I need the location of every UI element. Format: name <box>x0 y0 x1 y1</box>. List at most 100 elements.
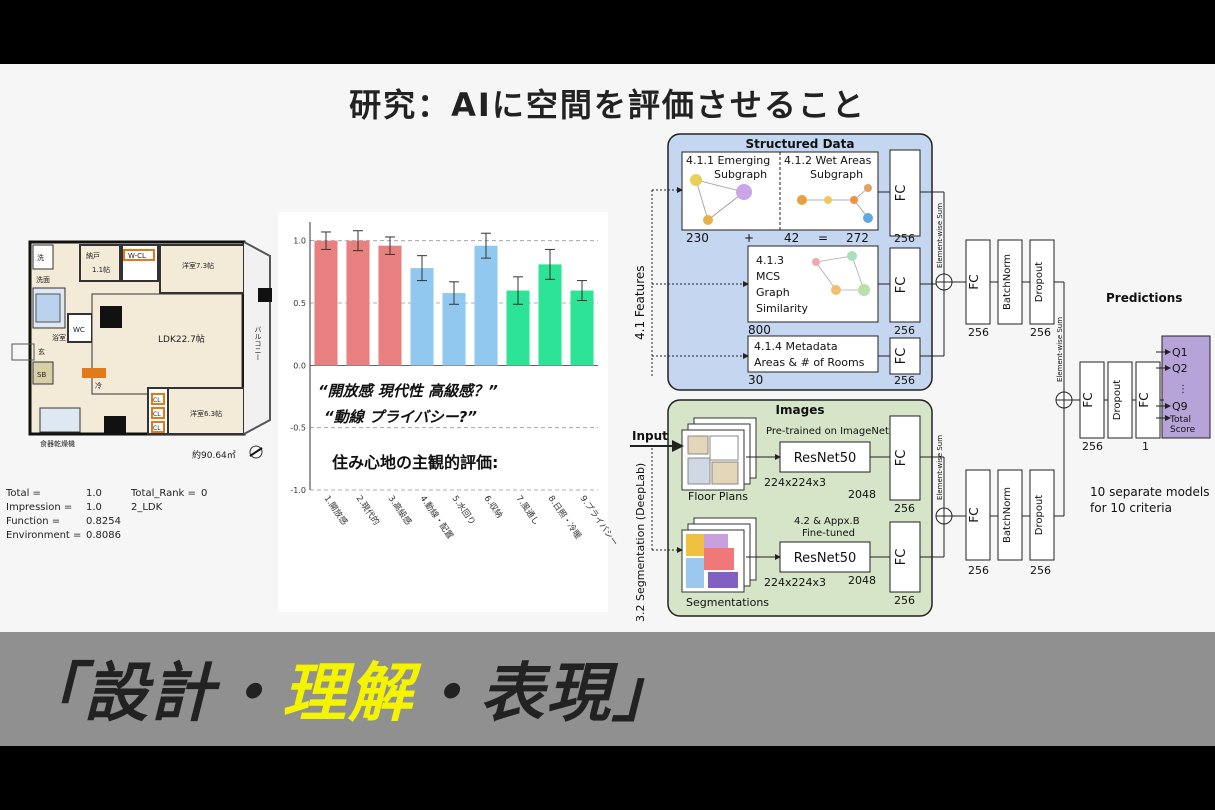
mcs-line-2: MCS <box>756 270 780 283</box>
room-dryer: 食器乾燥機 <box>40 439 75 448</box>
dims-label-1: 224x224x3 <box>764 476 826 489</box>
room-cl1: CL <box>153 397 161 404</box>
resnet-box-2 <box>779 541 871 573</box>
dim-2048-1: 2048 <box>848 488 876 501</box>
count-800: 800 <box>748 323 771 337</box>
mcs-line-1: 4.1.3 <box>756 254 784 267</box>
svg-text:256: 256 <box>894 502 915 515</box>
chart-bar <box>346 240 370 366</box>
svg-text:256: 256 <box>894 324 915 337</box>
floorplan-stack <box>681 417 757 491</box>
caption-close: ・表現」 <box>414 657 678 731</box>
x-tick-label: 4.動線・配置 <box>418 493 456 541</box>
bottom-branch-layers: FC 256 BatchNorm Dropout 256 <box>965 469 1055 577</box>
room-wc: WC <box>73 326 85 334</box>
ews-label-bottom: Element-wise Sum <box>936 435 944 500</box>
finetuned-label-1: 4.2 & Appx.B <box>794 516 860 527</box>
x-tick-label: 7.風通し <box>514 493 542 527</box>
q1-label: Q1 <box>1172 346 1188 359</box>
segmentation-stack <box>681 517 757 593</box>
slide: 研究：AIに空間を評価させること 洗 洗面 納戸 1.1帖 W <box>0 64 1215 632</box>
svg-text:FC: FC <box>1081 392 1095 407</box>
features-label: 4.1 Features <box>633 266 647 341</box>
score-label: Score <box>1170 425 1196 435</box>
finetuned-label-2: Fine-tuned <box>802 528 855 539</box>
svg-text:ResNet50: ResNet50 <box>794 451 857 466</box>
x-tick-label: 2.現代的 <box>354 493 382 527</box>
svg-text:BatchNorm: BatchNorm <box>1002 254 1013 310</box>
svg-text:ResNet50: ResNet50 <box>794 551 857 566</box>
y-tick-label: 1.0 <box>293 237 306 246</box>
svg-text:Dropout: Dropout <box>1034 262 1045 303</box>
svg-text:256: 256 <box>894 594 915 607</box>
equals-sign: = <box>818 231 828 245</box>
svg-text:BatchNorm: BatchNorm <box>1002 487 1013 543</box>
chart-bar <box>506 290 530 366</box>
chart-bar <box>378 245 402 366</box>
floor-area: 約90.64㎡ <box>192 449 236 461</box>
caption-text: 「設計・理解・表現」 <box>18 642 678 734</box>
letterbox-bottom <box>0 746 1215 810</box>
y-tick-label: 0.5 <box>293 299 306 308</box>
chart-bar <box>314 240 338 366</box>
architecture-diagram: Structured Data 4.1.1 Emerging Subgraph … <box>630 133 1211 622</box>
room-storage: 納戸 <box>86 251 100 260</box>
svg-text:FC: FC <box>894 348 909 365</box>
room-ldk: LDK22.7帖 <box>158 333 205 345</box>
predictions-title: Predictions <box>1106 291 1182 305</box>
svg-text:Dropout: Dropout <box>1112 380 1123 421</box>
floor-plans-label: Floor Plans <box>688 490 748 503</box>
count-42: 42 <box>784 231 799 245</box>
room-bed1: 洋室7.3帖 <box>182 261 214 270</box>
wet-areas-sub-label: Subgraph <box>810 168 863 181</box>
svg-text:FC: FC <box>894 185 909 202</box>
slide-title: 研究：AIに空間を評価させること <box>349 86 866 124</box>
room-bath: 浴室 <box>52 333 66 342</box>
element-wise-sum-final <box>1055 391 1073 409</box>
x-tick-label: 6.収納 <box>482 493 505 520</box>
chart-annotation-3: 住み心地の主観的評価: <box>332 453 498 472</box>
floor-plan: 洗 洗面 納戸 1.1帖 W-CL 洋室7.3帖 浴室 WC LDK22.7帖 … <box>11 240 272 461</box>
chart-annotation-2: “動線 プライバシー?” <box>324 408 477 426</box>
x-tick-label: 3.高級感 <box>386 493 415 527</box>
room-wcl: W-CL <box>128 252 146 260</box>
structured-data-title: Structured Data <box>746 137 855 151</box>
mcs-line-4: Similarity <box>756 302 808 315</box>
count-272: 272 <box>846 231 869 245</box>
svg-text:FC: FC <box>894 450 909 467</box>
element-wise-sum-bottom <box>935 507 953 525</box>
room-laundry: 洗 <box>37 253 44 262</box>
svg-text:FC: FC <box>1137 392 1151 407</box>
x-tick-label: 1.開放感 <box>322 493 351 527</box>
chart-bar <box>474 245 498 366</box>
ews-label-top: Element-wise Sum <box>936 203 944 268</box>
wet-areas-label: 4.1.2 Wet Areas <box>784 154 872 167</box>
y-tick-label: -1.0 <box>290 486 306 495</box>
letterbox-top <box>0 0 1215 64</box>
segmentations-label: Segmentations <box>686 596 769 609</box>
caption-band: 「設計・理解・表現」 <box>0 632 1215 746</box>
caption-highlight: 理解 <box>282 657 414 731</box>
mcs-line-3: Graph <box>756 286 790 299</box>
chart-bar <box>410 268 434 366</box>
stats-row: Function =0.8254 <box>6 516 121 527</box>
total-label: Total <box>1169 415 1191 425</box>
room-washroom: 洗面 <box>36 275 50 284</box>
dim-2048-2: 2048 <box>848 574 876 587</box>
svg-text:FC: FC <box>894 277 909 294</box>
dims-label-2: 224x224x3 <box>764 576 826 589</box>
compass-icon <box>249 445 263 459</box>
emerging-sub-label: Subgraph <box>714 168 767 181</box>
svg-text:⋮: ⋮ <box>1178 384 1188 395</box>
caption-open: 「設計・ <box>18 657 282 731</box>
count-230: 230 <box>686 231 709 245</box>
svg-text:256: 256 <box>968 564 989 577</box>
images-title: Images <box>776 403 825 417</box>
svg-text:Dropout: Dropout <box>1034 495 1045 536</box>
q2-label: Q2 <box>1172 362 1188 375</box>
y-tick-label: -0.5 <box>290 424 306 433</box>
count-30: 30 <box>748 373 763 387</box>
